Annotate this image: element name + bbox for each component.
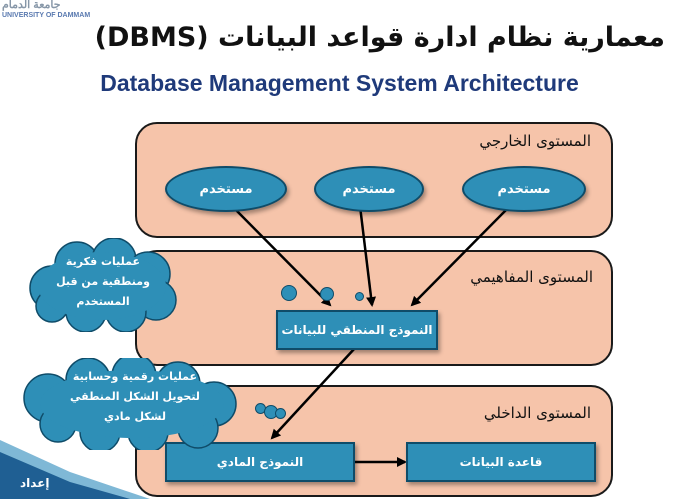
cloud-bottom-line-1: عمليات رقمية وحسابية xyxy=(72,370,198,383)
arrow-user3-to-logical xyxy=(410,205,511,307)
thought-dot xyxy=(355,292,364,301)
prepared-by-label: إعداد xyxy=(20,476,50,490)
cloud-top-line-1: عمليات فكرية xyxy=(65,255,141,268)
cloud-top-text: عمليات فكرية ومنطقية من قبل المستخدم xyxy=(30,252,176,312)
user-node-2: مستخدم xyxy=(314,166,424,212)
database-box: قاعدة البيانات xyxy=(406,442,596,482)
user-node-3: مستخدم xyxy=(462,166,586,212)
internal-level-label: المستوى الداخلي xyxy=(483,404,591,422)
arrow-logical-to-physical xyxy=(270,347,356,440)
title-arabic: معمارية نظام ادارة قواعد البيانات (DBMS) xyxy=(94,22,665,53)
cloud-top-shape xyxy=(29,238,177,332)
user-node-1: مستخدم xyxy=(165,166,287,212)
arrow-user1-to-logical xyxy=(231,205,332,307)
cloud-bottom-shape xyxy=(23,358,237,450)
thought-dot xyxy=(320,287,334,301)
cloud-top-line-2: ومنطقية من قبل xyxy=(56,275,150,288)
cloud-bottom-line-2: لتحويل الشكل المنطقي xyxy=(70,390,200,403)
prepared-by-banner xyxy=(0,440,150,499)
university-logo: جامعة الدمام UNIVERSITY OF DAMMAM xyxy=(2,0,152,22)
external-level-label: المستوى الخارجي xyxy=(479,132,591,150)
conceptual-level-label: المستوى المفاهيمي xyxy=(470,268,593,286)
logo-english: UNIVERSITY OF DAMMAM xyxy=(2,12,91,19)
title-english: Database Management System Architecture xyxy=(100,70,579,96)
logical-model-box: النموذج المنطقي للبيانات xyxy=(276,310,438,350)
cloud-bottom-text: عمليات رقمية وحسابية لتحويل الشكل المنطق… xyxy=(30,367,240,427)
thought-dot xyxy=(275,408,286,419)
cloud-top-line-3: المستخدم xyxy=(76,295,130,308)
arrow-user2-to-logical xyxy=(358,205,377,307)
thought-dot xyxy=(281,285,297,301)
logo-arabic: جامعة الدمام xyxy=(2,0,61,11)
cloud-bottom-line-3: لشكل مادي xyxy=(103,410,167,423)
